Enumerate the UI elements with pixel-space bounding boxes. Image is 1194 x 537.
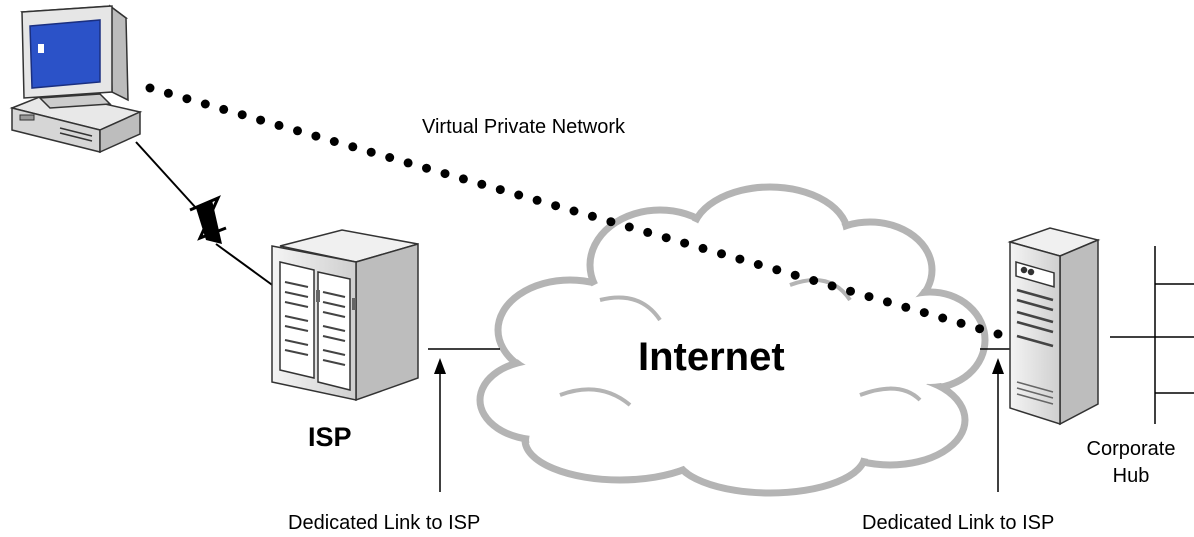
vpn-dot [698, 243, 708, 253]
vpn-dot [219, 104, 229, 114]
vpn-dot [919, 308, 929, 318]
lightning-bolt-icon [135, 141, 287, 296]
internet-cloud-icon [476, 183, 989, 497]
vpn-dot [163, 88, 173, 98]
dedicated-link-right-label: Dedicated Link to ISP [862, 512, 1055, 534]
vpn-dot [182, 94, 192, 104]
vpn-dot [200, 99, 210, 109]
vpn-dot [809, 276, 819, 285]
vpn-dot [477, 179, 487, 189]
vpn-dot [551, 201, 561, 211]
vpn-dot [366, 147, 376, 157]
vpn-dot [495, 185, 505, 195]
vpn-dot [624, 222, 634, 232]
vpn-dot [680, 238, 690, 248]
vpn-dot [661, 233, 671, 243]
vpn-dot [864, 292, 874, 302]
vpn-dot [514, 190, 524, 200]
internet-label: Internet [638, 335, 785, 379]
corporate-hub-lines [1110, 246, 1194, 424]
corporate-server-icon [1007, 227, 1101, 426]
vpn-dot [606, 217, 616, 227]
vpn-dot [790, 270, 800, 280]
vpn-dot [772, 265, 782, 275]
vpn-dot [717, 249, 726, 259]
vpn-dot [440, 169, 450, 179]
vpn-dot [882, 297, 892, 307]
vpn-dot [403, 158, 413, 168]
vpn-dot [827, 281, 837, 291]
vpn-dot [846, 286, 855, 296]
vpn-dot [293, 126, 302, 136]
corporate-hub-label-line2: Hub [1112, 465, 1150, 487]
corporate-hub-label-line1: Corporate [1086, 438, 1176, 460]
vpn-dot [569, 206, 579, 216]
vpn-dot [532, 195, 542, 205]
vpn-dot [735, 254, 745, 264]
vpn-dot [256, 115, 266, 125]
vpn-dotted-line [145, 83, 1003, 339]
vpn-dot [274, 120, 284, 130]
vpn-dot [901, 302, 911, 312]
vpn-dot [993, 329, 1003, 339]
vpn-dot [385, 153, 395, 162]
vpn-dot [237, 110, 247, 120]
vpn-dot [938, 313, 948, 323]
dedicated-link-right-arrow [992, 358, 1004, 492]
dedicated-link-left-arrow [434, 358, 446, 492]
isp-label: ISP [308, 422, 352, 452]
desktop-computer-icon [9, 4, 143, 154]
vpn-dot [956, 318, 966, 328]
vpn-dot [753, 260, 763, 269]
dedicated-link-left-label: Dedicated Link to ISP [288, 512, 481, 534]
vpn-dot [975, 324, 985, 334]
vpn-dot [422, 163, 431, 173]
vpn-dot [311, 131, 321, 141]
vpn-dot [348, 142, 358, 152]
vpn-dot [145, 83, 155, 93]
vpn-label: Virtual Private Network [422, 116, 626, 138]
corporate-hub-label: Corporate Hub [1068, 436, 1194, 490]
vpn-dot [329, 137, 339, 146]
vpn-dot [643, 227, 653, 237]
isp-server-rack-icon [271, 229, 419, 402]
vpn-dot [458, 174, 468, 184]
vpn-dot [587, 211, 597, 221]
